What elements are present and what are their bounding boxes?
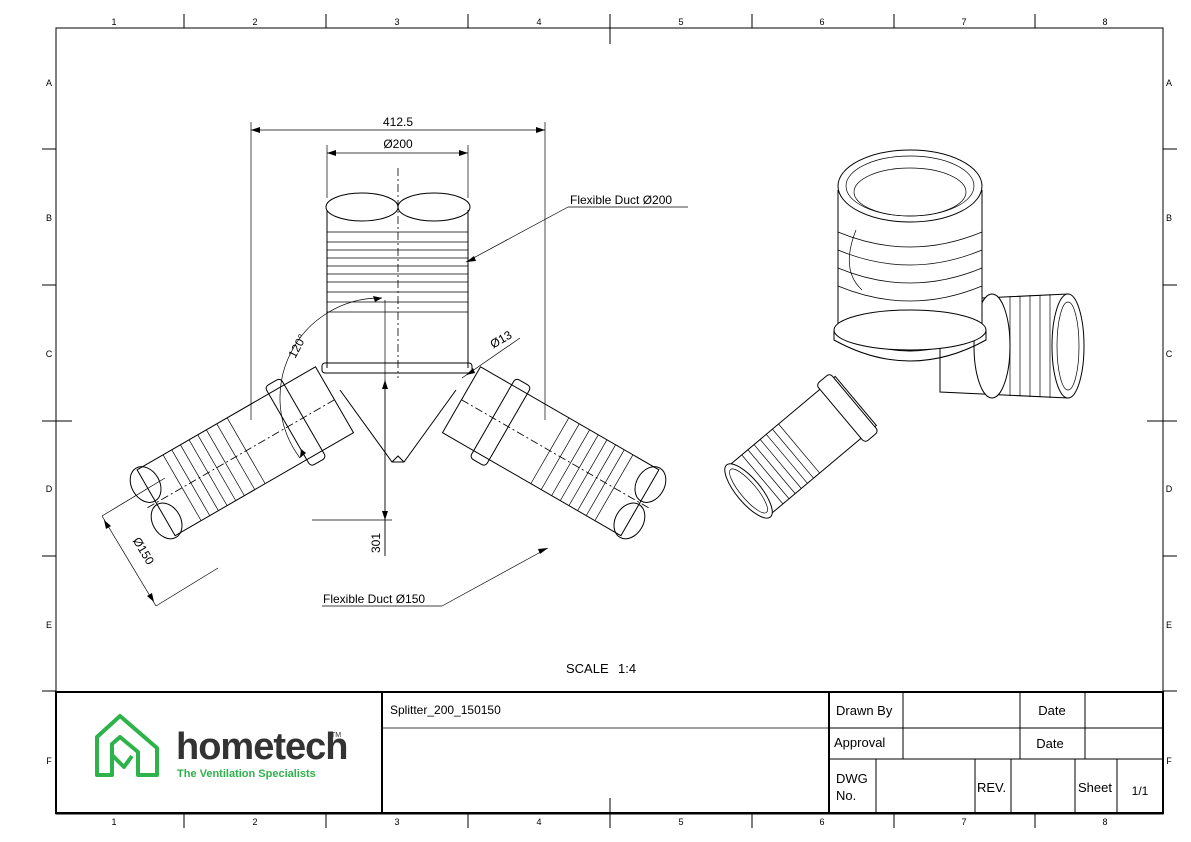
dwg-label: DWG [836, 771, 868, 786]
zone-row-right: F [1166, 756, 1172, 766]
zone-col-top: 5 [678, 17, 683, 27]
zone-row-left: C [46, 349, 53, 359]
zone-row-left: D [46, 484, 53, 494]
isometric-view [724, 149, 1085, 519]
zone-row-right: B [1166, 213, 1172, 223]
rev-label: REV. [977, 780, 1006, 795]
dim-wall: Ø13 [488, 328, 515, 352]
zone-col-bottom: 3 [394, 817, 399, 827]
zone-row-right: E [1166, 620, 1172, 630]
zone-row-left: E [46, 620, 52, 630]
date-label: Date [1038, 703, 1065, 718]
zone-col-bottom: 1 [111, 817, 116, 827]
sheet-label: Sheet [1078, 780, 1112, 795]
left-branch [129, 366, 355, 540]
iso-branch-left [724, 374, 878, 519]
date-label-2: Date [1036, 736, 1063, 751]
title-block: Splitter_200_150150 Drawn By Date Approv… [55, 691, 1164, 814]
zone-col-top: 8 [1102, 17, 1107, 27]
dim-angle: 120° [285, 332, 309, 361]
dim-overall-width: 412.5 [383, 115, 413, 129]
dim-branch-diameter: Ø150 [130, 535, 157, 568]
zone-col-top: 3 [394, 17, 399, 27]
scale-label: SCALE [566, 661, 609, 676]
zone-row-right: A [1166, 78, 1172, 88]
callouts: Flexible Duct Ø200 Flexible Duct Ø150 [322, 193, 688, 607]
dim-top-diameter: Ø200 [383, 137, 413, 151]
front-view [129, 168, 667, 556]
sheet-value: 1/1 [1132, 784, 1149, 798]
callout-top-duct: Flexible Duct Ø200 [570, 193, 672, 207]
zone-col-top: 6 [819, 17, 824, 27]
iso-main-body [833, 149, 987, 362]
logo-brand: hometech [176, 726, 347, 768]
drawing-title: Splitter_200_150150 [390, 703, 501, 717]
zone-col-bottom: 6 [819, 817, 824, 827]
top-duct [321, 168, 473, 378]
dwg-no-label: No. [836, 788, 856, 803]
callout-branch-duct: Flexible Duct Ø150 [323, 592, 425, 606]
logo-tagline: The Ventilation Specialists [177, 768, 316, 780]
zone-row-right: C [1166, 349, 1173, 359]
sheet-frame [42, 14, 1177, 828]
zone-col-top: 2 [252, 17, 257, 27]
zone-row-left: F [46, 756, 52, 766]
zone-labels: 1 2 3 4 5 6 7 8 1 2 3 4 5 6 7 8 A B C D … [46, 17, 1173, 827]
zone-col-top: 1 [111, 17, 116, 27]
zone-col-bottom: 7 [961, 817, 966, 827]
zone-row-left: A [46, 78, 52, 88]
zone-row-left: B [46, 213, 52, 223]
zone-col-bottom: 4 [536, 817, 541, 827]
zone-col-top: 7 [961, 17, 966, 27]
hometech-logo: hometech TM The Ventilation Specialists [95, 714, 348, 780]
zone-col-top: 4 [536, 17, 541, 27]
logo-tm: TM [331, 732, 341, 739]
zone-row-right: D [1166, 484, 1173, 494]
zone-col-bottom: 8 [1102, 817, 1107, 827]
right-branch [441, 366, 667, 540]
zone-col-bottom: 5 [678, 817, 683, 827]
dimensions: 412.5 Ø200 120° Ø13 301 Ø150 [101, 115, 546, 607]
approval-label: Approval [834, 735, 885, 750]
drawn-by-label: Drawn By [836, 703, 893, 718]
house-icon [95, 714, 159, 777]
dim-height: 301 [369, 533, 383, 553]
scale-value: 1:4 [618, 661, 636, 676]
zone-col-bottom: 2 [252, 817, 257, 827]
